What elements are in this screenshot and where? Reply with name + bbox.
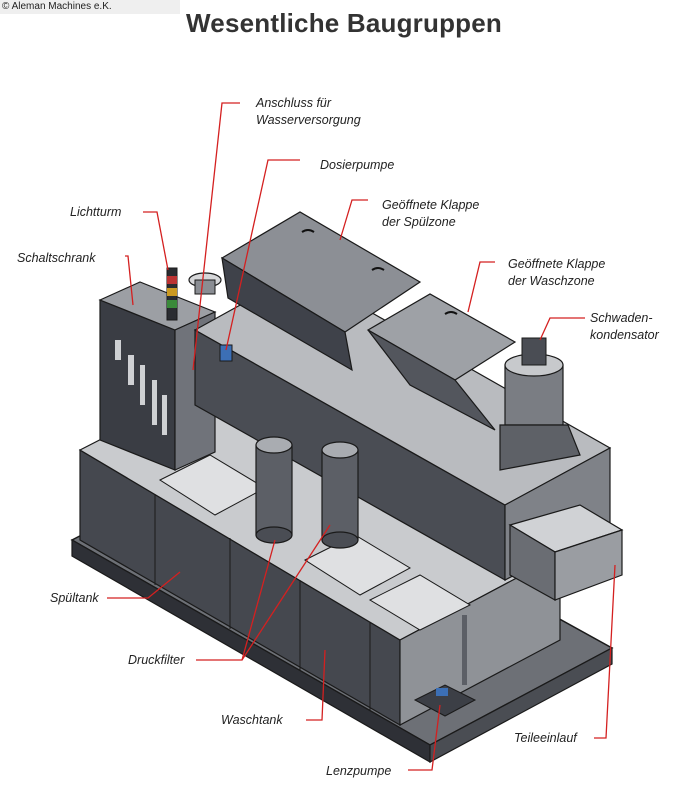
vapour-condenser	[499, 337, 581, 471]
dosing-pump	[219, 344, 233, 362]
light-tower	[166, 267, 178, 321]
label-schwaden-line2: kondensator	[590, 328, 660, 342]
label-klappe-waschzone-line1: Geöffnete Klappe	[508, 257, 605, 271]
label-anschluss-line2: Wasserversorgung	[256, 113, 361, 127]
label-schwaden-line1: Schwaden-	[590, 311, 653, 325]
rinse-zone-flap	[220, 211, 422, 372]
label-lenzpumpe: Lenzpumpe	[326, 764, 391, 778]
label-klappe-spuelzone-line2: der Spülzone	[382, 215, 456, 229]
label-anschluss-line1: Anschluss für	[255, 96, 332, 110]
label-lichtturm: Lichtturm	[70, 205, 121, 219]
label-spueltank: Spültank	[50, 591, 99, 605]
pressure-filters	[255, 436, 359, 549]
copyright-watermark: © Aleman Machines e.K.	[0, 0, 180, 14]
label-druckfilter: Druckfilter	[128, 653, 185, 667]
label-dosierpumpe: Dosierpumpe	[320, 158, 394, 172]
water-connection	[188, 272, 222, 295]
callout-labels: Anschluss für Wasserversorgung Dosierpum…	[17, 96, 660, 778]
label-klappe-waschzone-line2: der Waschzone	[508, 274, 595, 288]
label-schaltschrank: Schaltschrank	[17, 251, 96, 265]
label-teileeinlauf: Teileeinlauf	[514, 731, 578, 745]
leader-lines	[107, 102, 616, 771]
label-klappe-spuelzone-line1: Geöffnete Klappe	[382, 198, 479, 212]
wash-zone-flap	[366, 293, 517, 431]
label-waschtank: Waschtank	[221, 713, 283, 727]
page-title: Wesentliche Baugruppen	[186, 8, 502, 38]
bilge-pump	[413, 615, 477, 717]
parts-infeed	[508, 504, 624, 602]
